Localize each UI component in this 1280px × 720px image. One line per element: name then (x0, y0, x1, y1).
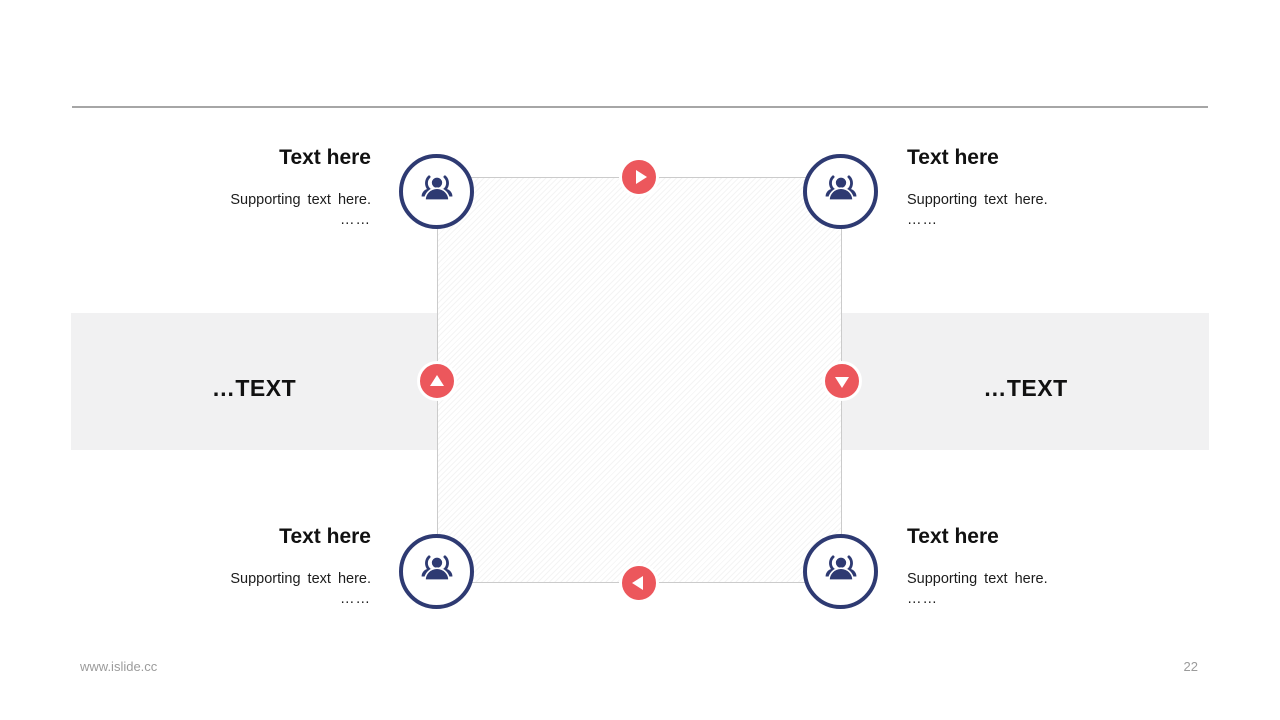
corner-title: Text here (279, 146, 371, 169)
people-group-icon (821, 549, 861, 594)
person-node-bottom-right (803, 534, 878, 609)
people-group-icon (417, 169, 457, 214)
corner-text-top-right: Text here Supporting text here. …… (907, 146, 1048, 229)
cycle-arrow-bottom (619, 563, 659, 603)
person-node-bottom-left (399, 534, 474, 609)
corner-text-bottom-right: Text here Supporting text here. …… (907, 525, 1048, 608)
corner-ellipsis: …… (340, 591, 371, 607)
cycle-arrow-left (417, 361, 457, 401)
cycle-arrow-right (822, 361, 862, 401)
arrow-up-icon (430, 374, 444, 386)
corner-title: Text here (279, 525, 371, 548)
center-hatched-square (437, 177, 842, 583)
corner-text-top-left: Text here Supporting text here. …… (230, 146, 371, 229)
arrow-left-icon (631, 576, 643, 590)
person-node-top-right (803, 154, 878, 229)
arrow-down-icon (835, 376, 849, 388)
person-node-top-left (399, 154, 474, 229)
people-group-icon (417, 549, 457, 594)
top-divider-line (72, 106, 1208, 108)
band-label-right: …TEXT (983, 375, 1068, 401)
band-label-left: …TEXT (211, 375, 297, 401)
corner-ellipsis: …… (340, 212, 371, 228)
corner-title: Text here (907, 146, 999, 169)
cycle-arrow-top (619, 157, 659, 197)
corner-subtitle: Supporting text here. (907, 192, 1048, 208)
corner-subtitle: Supporting text here. (230, 571, 371, 587)
page-number: 22 (1183, 659, 1198, 674)
corner-ellipsis: …… (907, 591, 938, 607)
corner-subtitle: Supporting text here. (230, 192, 371, 208)
people-group-icon (821, 169, 861, 214)
corner-subtitle: Supporting text here. (907, 571, 1048, 587)
corner-ellipsis: …… (907, 212, 938, 228)
corner-title: Text here (907, 525, 999, 548)
corner-text-bottom-left: Text here Supporting text here. …… (230, 525, 371, 608)
arrow-right-icon (635, 170, 647, 184)
footer-url: www.islide.cc (80, 659, 158, 674)
